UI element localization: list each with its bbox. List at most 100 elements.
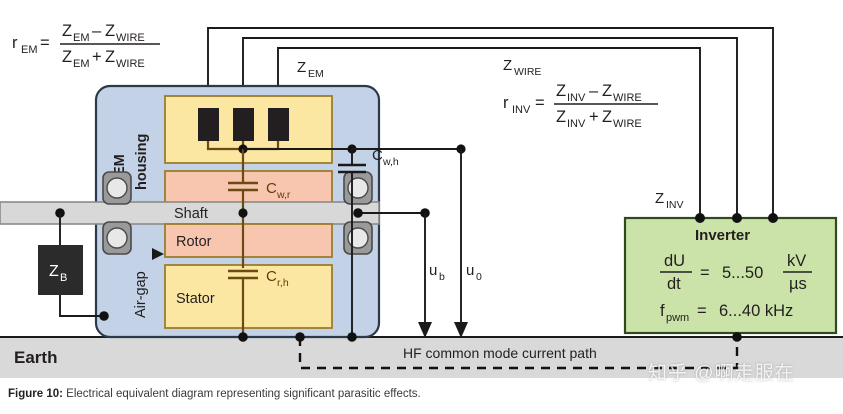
stator-block bbox=[164, 264, 333, 329]
r-inv-lhs-sub: INV bbox=[512, 104, 531, 116]
z-inv-sub: INV bbox=[666, 199, 684, 211]
inverter-terminal-2 bbox=[732, 213, 742, 223]
winding-coil-2 bbox=[233, 108, 254, 141]
r-inv-den-b-sub: WIRE bbox=[613, 118, 642, 130]
r-em-num-b-sub: WIRE bbox=[116, 32, 145, 44]
r-inv-num-a-sub: INV bbox=[567, 92, 586, 104]
bearing-right-bottom bbox=[343, 221, 373, 255]
inverter-terminal-1 bbox=[695, 213, 705, 223]
bearing-left-top bbox=[102, 171, 132, 205]
r-inv-den-b: Z bbox=[602, 108, 612, 126]
hf-common-mode-path bbox=[298, 337, 739, 370]
u0-sub: 0 bbox=[476, 271, 482, 283]
r-em-den-op: + bbox=[92, 48, 102, 66]
earth-band bbox=[0, 336, 843, 378]
u0-arrow-head-icon bbox=[454, 322, 468, 338]
r-inv-den-a: Z bbox=[556, 108, 566, 126]
dudt-unit-denominator: µs bbox=[789, 275, 807, 293]
fpwm-sub: pwm bbox=[666, 312, 689, 324]
r-inv-num-b: Z bbox=[602, 82, 612, 100]
zb-lower-lead bbox=[59, 295, 104, 317]
bearing-right-top bbox=[343, 171, 373, 205]
r-em-den-b: Z bbox=[105, 48, 115, 66]
r-em-den-b-sub: WIRE bbox=[116, 58, 145, 70]
winding-coil-3 bbox=[268, 108, 289, 141]
r-em-equals: = bbox=[40, 34, 50, 52]
dudt-numerator: dU bbox=[664, 252, 685, 270]
figure-caption-text: Electrical equivalent diagram representi… bbox=[66, 388, 421, 400]
rotor-label: Rotor bbox=[176, 234, 212, 250]
ub-arrow-head-icon bbox=[418, 322, 432, 338]
figure-caption: Figure 10: Electrical equivalent diagram… bbox=[8, 388, 421, 400]
r-inv-lhs: r bbox=[503, 94, 509, 112]
em-housing-label: EM housing bbox=[112, 134, 150, 190]
c-w-r-base: C bbox=[266, 180, 277, 197]
air-gap-annotation: Air-gap bbox=[133, 248, 164, 318]
rotor-block bbox=[164, 223, 333, 258]
z-inv-label: Z INV bbox=[655, 190, 684, 211]
r-inv-num-b-sub: WIRE bbox=[613, 92, 642, 104]
fpwm-base: f bbox=[660, 302, 665, 320]
air-gap-label: Air-gap bbox=[133, 271, 149, 318]
r-inv-num-a: Z bbox=[556, 82, 566, 100]
dudt-equals: = bbox=[700, 264, 710, 282]
z-wire-sub: WIRE bbox=[514, 66, 541, 78]
ub-base: u bbox=[429, 262, 437, 279]
rotor-upper-block bbox=[164, 170, 333, 205]
r-em-num-a-sub: EM bbox=[73, 32, 90, 44]
zb-block bbox=[38, 245, 83, 295]
inverter-block bbox=[623, 216, 838, 335]
r-em-den-a-sub: EM bbox=[73, 58, 90, 70]
zb-housing-node bbox=[99, 311, 109, 321]
z-wire-base: Z bbox=[503, 57, 512, 74]
c-w-h-sub: w,h bbox=[382, 156, 399, 168]
c-r-h-base: C bbox=[266, 268, 277, 285]
r-inv-num-op: – bbox=[589, 82, 599, 100]
shaft-node bbox=[238, 208, 248, 218]
hf-path-label: HF common mode current path bbox=[403, 345, 597, 361]
phase-wire-1 bbox=[207, 27, 774, 218]
r-inv-den-op: + bbox=[589, 108, 599, 126]
em-housing-label-line2: housing bbox=[134, 134, 150, 190]
r-em-num-a: Z bbox=[62, 22, 72, 40]
c-r-h-sub: r,h bbox=[277, 277, 289, 289]
r-inv-equals: = bbox=[535, 94, 545, 112]
shaft-label: Shaft bbox=[174, 206, 208, 222]
r-em-lhs-sub: EM bbox=[21, 44, 38, 56]
r-em-num-b: Z bbox=[105, 22, 115, 40]
inverter-title: Inverter bbox=[695, 227, 750, 244]
inverter-dudt-expression: dU dt = 5...50 kV µs bbox=[660, 252, 812, 293]
zb-label: Z B bbox=[49, 263, 67, 284]
ub-label: u b bbox=[429, 262, 445, 283]
fpwm-value: 6...40 kHz bbox=[719, 302, 793, 320]
zb-base: Z bbox=[49, 263, 59, 280]
winding-coil-1 bbox=[198, 108, 219, 141]
z-em-base: Z bbox=[297, 59, 306, 76]
inverter-fpwm-expression: f pwm = 6...40 kHz bbox=[660, 302, 793, 324]
u0-base: u bbox=[466, 262, 474, 279]
z-inv-base: Z bbox=[655, 190, 664, 207]
z-wire-label: Z WIRE bbox=[503, 57, 541, 78]
stator-label: Stator bbox=[176, 291, 215, 307]
formula-r-inv: r INV = Z INV – Z WIRE Z INV + Z WIRE bbox=[503, 82, 658, 130]
u0-label: u 0 bbox=[466, 262, 482, 283]
earth-node-center bbox=[238, 332, 248, 342]
bearing-right-node bbox=[353, 208, 363, 218]
c-w-h-base: C bbox=[372, 147, 383, 164]
earth-node-hf bbox=[295, 332, 305, 342]
earth-label: Earth bbox=[14, 348, 57, 367]
formula-r-em: r EM = Z EM – Z WIRE Z EM + Z WIRE bbox=[12, 22, 160, 70]
dudt-unit-numerator: kV bbox=[787, 252, 806, 270]
inverter-terminal-3 bbox=[768, 213, 778, 223]
r-em-lhs: r bbox=[12, 34, 18, 52]
bearing-left-bottom bbox=[102, 221, 132, 255]
phase-wire-3 bbox=[277, 47, 701, 218]
r-em-num-op: – bbox=[92, 22, 102, 40]
z-em-label: Z EM bbox=[297, 59, 324, 80]
dudt-value: 5...50 bbox=[722, 264, 763, 282]
r-em-den-a: Z bbox=[62, 48, 72, 66]
r-inv-den-a-sub: INV bbox=[567, 118, 586, 130]
figure-caption-prefix: Figure 10: bbox=[8, 388, 63, 400]
zb-sub: B bbox=[60, 272, 67, 284]
